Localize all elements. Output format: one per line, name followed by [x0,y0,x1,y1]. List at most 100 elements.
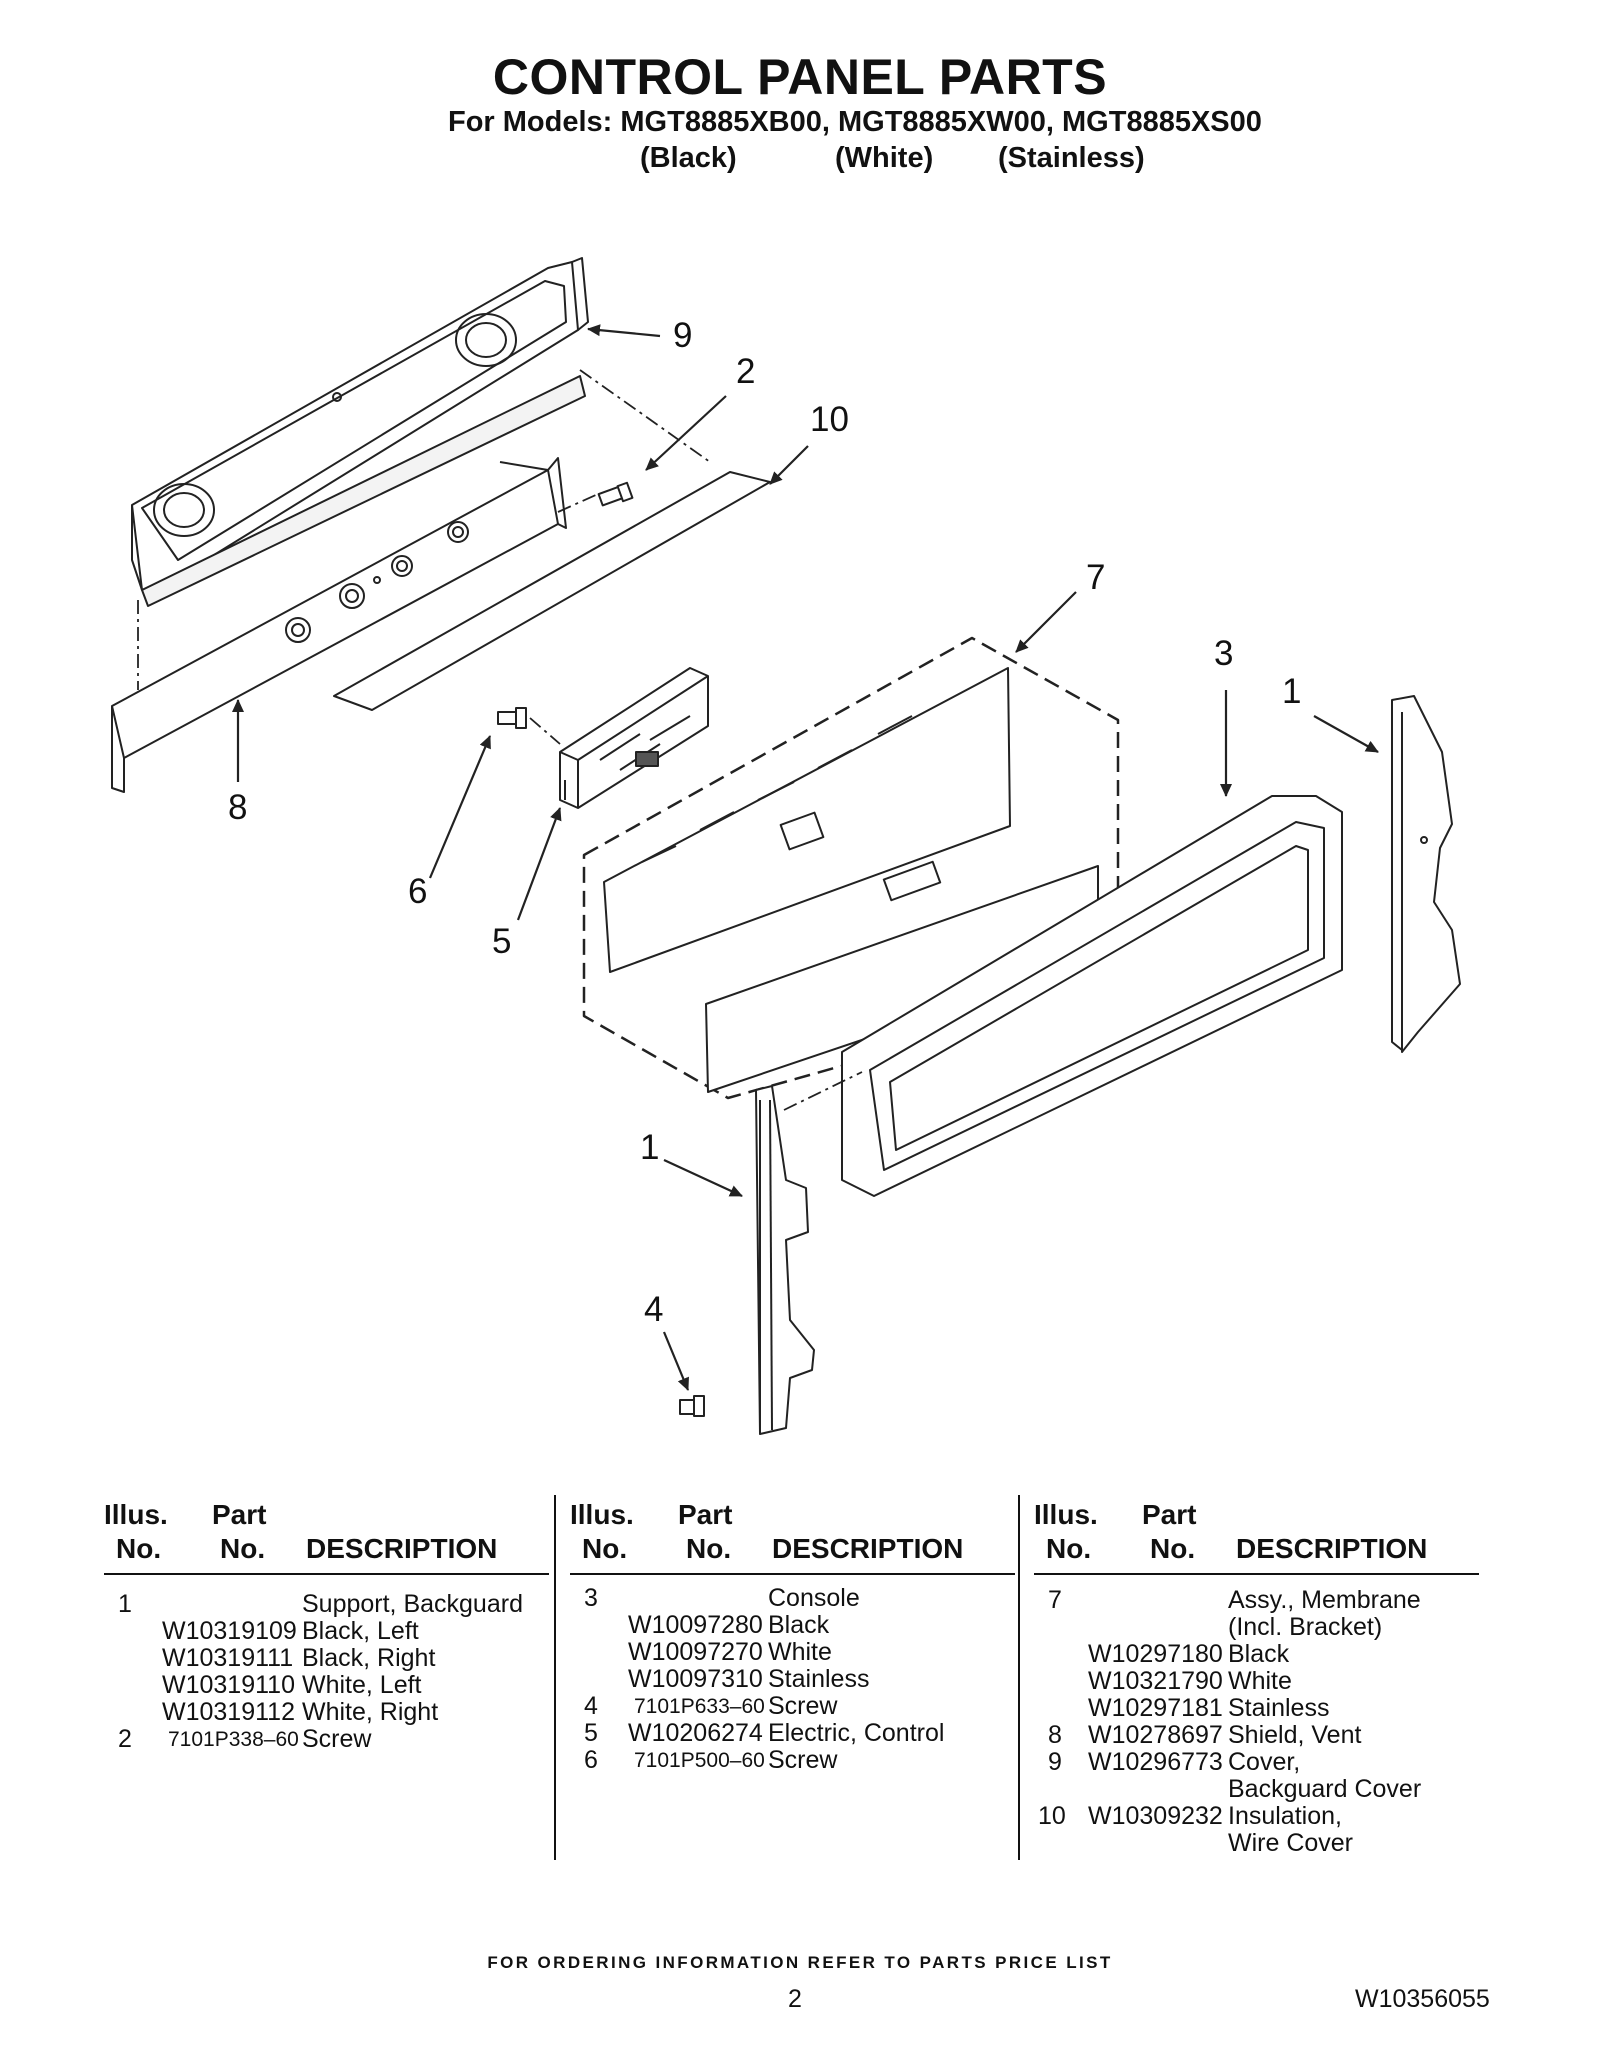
description-cell: Screw [768,1746,838,1774]
backguard-cover-part [131,257,589,607]
table-row: W10319111 Black, Right [104,1644,549,1672]
table-row: W10319110 White, Left [104,1671,549,1699]
table-row: 5 W10206274 Electric, Control [570,1719,1015,1747]
page-title: CONTROL PANEL PARTS [492,49,1108,105]
callout-2: 2 [736,352,756,391]
screw-4-part [679,1395,705,1417]
table-row: W10319112 White, Right [104,1698,549,1726]
part-no-cell: W10319109 [162,1617,297,1645]
part-no-cell: W10321790 [1088,1667,1223,1695]
part-no-cell: W10319110 [162,1671,295,1699]
description-cell: White [1228,1667,1292,1695]
screw-2-part [597,481,634,507]
description-header-1: DESCRIPTION [306,1533,498,1564]
part-no-cell: W10296773 [1088,1748,1223,1776]
illus-no-header-3: No. [1046,1533,1092,1564]
table-row: W10297181 Stainless [1034,1694,1479,1722]
description-cell: Assy., Membrane [1228,1586,1421,1614]
description-cell: White, Right [302,1698,439,1726]
illus-no-cell: 7 [1048,1586,1062,1614]
description-cell: Screw [302,1725,372,1753]
description-cell: Wire Cover [1228,1829,1354,1857]
support-backguard-right-part [1391,695,1461,1053]
description-header-2: DESCRIPTION [772,1533,964,1564]
console-part [841,795,1343,1197]
callout-1-right: 1 [1282,672,1302,711]
table-row: 1 Support, Backguard [104,1590,549,1618]
illus-header-2: Illus. [570,1499,634,1530]
description-cell: Black, Right [302,1644,436,1672]
part-no-cell: W10297180 [1088,1640,1223,1668]
table-row: W10319109 Black, Left [104,1617,549,1645]
table-row: W10097280 Black [570,1611,1015,1639]
callout-3: 3 [1214,634,1234,673]
callout-9: 9 [673,316,693,355]
part-no-header-2: No. [686,1533,732,1564]
illus-no-cell: 2 [118,1725,132,1753]
table-row: 4 7101P633–60 Screw [570,1692,1015,1720]
part-no-header-1: No. [220,1533,266,1564]
callout-4: 4 [644,1290,664,1329]
part-no-cell: W10097270 [628,1638,763,1666]
header-rule-2 [570,1573,1015,1575]
illus-no-cell: 3 [584,1584,598,1612]
description-cell: Shield, Vent [1228,1721,1362,1749]
illus-no-cell: 5 [584,1719,598,1747]
parts-table-column-3: Illus. No. Part No. DESCRIPTION 7 Assy.,… [1034,1498,1479,1861]
part-no-cell: 7101P338–60 [168,1728,299,1751]
callout-1-left: 1 [640,1128,660,1167]
part-no-cell: W10278697 [1088,1721,1223,1749]
table-row: W10297180 Black [1034,1640,1479,1668]
table-row: 3 Console [570,1584,1015,1612]
parts-table-column-1: Illus. No. Part No. DESCRIPTION 1 Suppor… [104,1498,549,1861]
part-header-2: Part [678,1499,733,1530]
finish-black: (Black) [640,142,737,174]
part-no-cell: 7101P633–60 [634,1695,765,1718]
table-row: 6 7101P500–60 Screw [570,1746,1015,1774]
exploded-parts-diagram [111,257,1461,1435]
part-no-cell: W10319112 [162,1698,295,1726]
description-cell: Support, Backguard [302,1590,523,1618]
callout-arrows [232,324,1379,1391]
description-cell: (Incl. Bracket) [1228,1613,1383,1641]
table-row: W10321790 White [1034,1667,1479,1695]
table-row: Backguard Cover [1034,1775,1479,1803]
description-cell: Stainless [1228,1694,1330,1722]
illus-no-header-1: No. [116,1533,162,1564]
description-cell: Cover, [1228,1748,1301,1776]
alignment-lines [137,369,863,1111]
parts-table-column-2: Illus. No. Part No. DESCRIPTION 3 Consol… [570,1498,1015,1861]
callout-7: 7 [1086,558,1106,597]
illus-no-header-2: No. [582,1533,628,1564]
description-cell: Insulation, [1228,1802,1342,1830]
membrane-assembly-part [582,636,1120,1100]
support-backguard-left-part [755,1085,815,1435]
illus-no-cell: 1 [118,1590,132,1618]
page-number: 2 [788,1985,802,2013]
description-cell: White [768,1638,832,1666]
table-row: 8 W10278697 Shield, Vent [1034,1721,1479,1749]
table-row: 9 W10296773 Cover, [1034,1748,1479,1776]
finish-stainless: (Stainless) [998,142,1145,174]
document-number: W10356055 [1355,1985,1490,2013]
models-line: For Models: MGT8885XB00, MGT8885XW00, MG… [448,106,1262,138]
table-row: 10 W10309232 Insulation, [1034,1802,1479,1830]
illus-no-cell: 4 [584,1692,598,1720]
part-no-cell: W10097310 [628,1665,763,1693]
illus-header-3: Illus. [1034,1499,1098,1530]
description-cell: Stainless [768,1665,870,1693]
table-row: W10097310 Stainless [570,1665,1015,1693]
table-row: 2 7101P338–60 Screw [104,1725,549,1753]
finish-white: (White) [835,142,934,174]
description-cell: Console [768,1584,860,1612]
part-no-cell: W10309232 [1088,1802,1223,1830]
callout-8: 8 [228,788,248,827]
illus-no-cell: 10 [1038,1802,1066,1830]
column-divider-2 [1018,1495,1020,1860]
illus-no-cell: 8 [1048,1721,1062,1749]
description-cell: Black, Left [302,1617,419,1645]
table-row: 7 Assy., Membrane [1034,1586,1479,1614]
ordering-note: FOR ORDERING INFORMATION REFER TO PARTS … [487,1953,1113,1972]
callout-10: 10 [810,400,849,439]
header-rule-3 [1034,1573,1479,1575]
